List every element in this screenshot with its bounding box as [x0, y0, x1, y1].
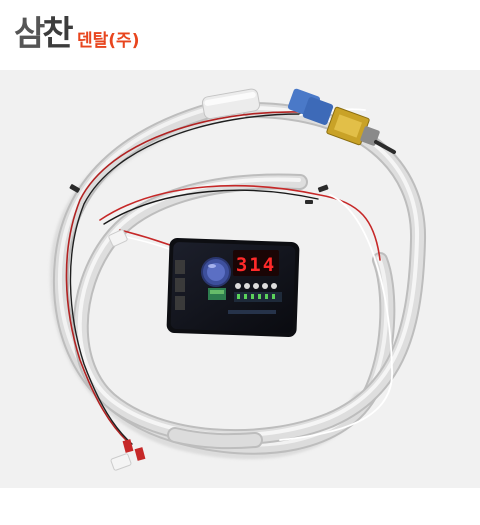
control-board: [166, 238, 300, 337]
product-photo: 314: [0, 70, 480, 488]
hose-sleeve: [201, 88, 261, 120]
page-footer: [0, 488, 480, 525]
connector-bottom: [110, 439, 146, 471]
company-name: 덴탈(주): [77, 31, 140, 51]
toggle-switch: [287, 88, 396, 154]
brand-header: 삼찬 덴탈(주): [0, 0, 480, 66]
connector-top: [108, 229, 128, 247]
led-display-reading: 314: [236, 254, 276, 276]
brand-logo: 삼찬: [14, 14, 74, 54]
